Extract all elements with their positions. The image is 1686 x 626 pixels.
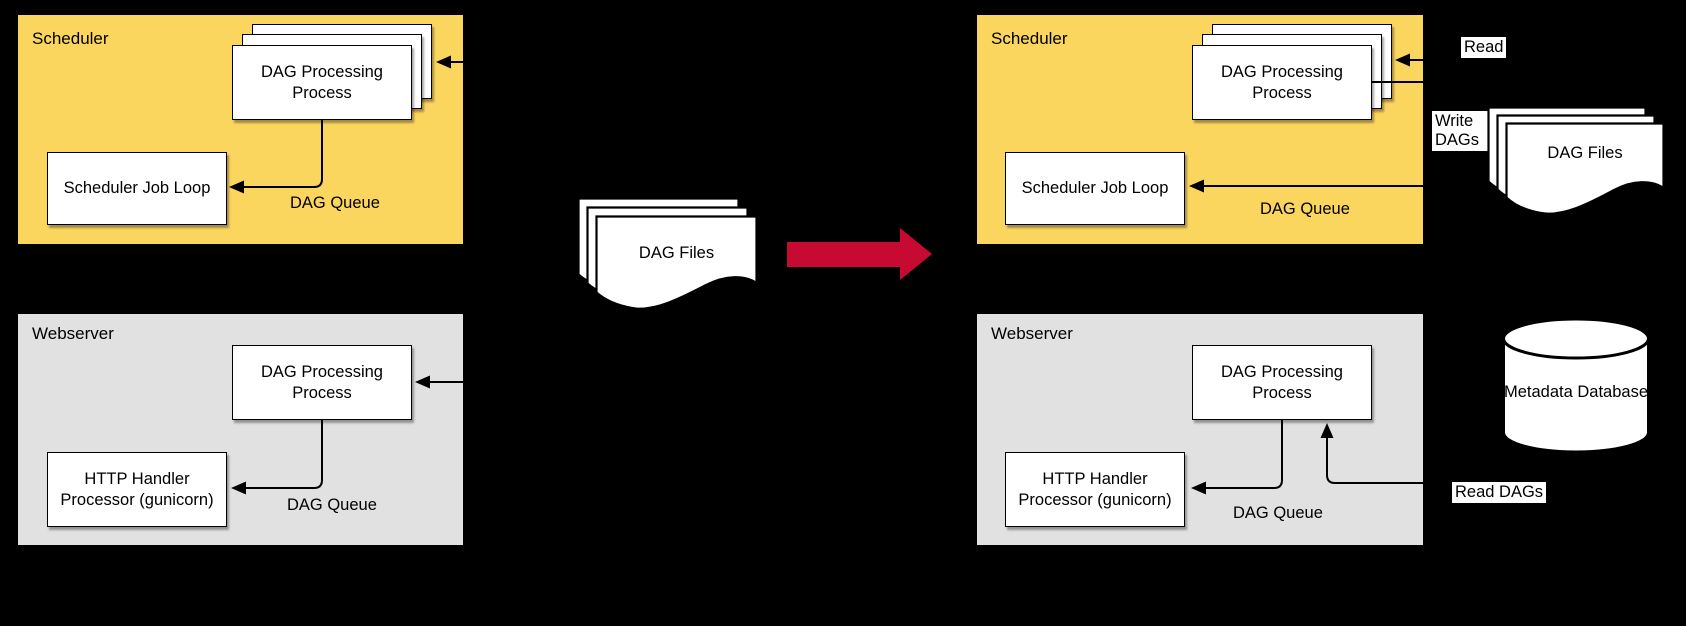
panel-title-scheduler-right: Scheduler [991,29,1068,48]
incoming-arrow [411,372,465,392]
arrowhead-left [1191,481,1206,495]
node-label: DAG Processing Process [1221,362,1343,402]
scheduler-job-loop-node: Scheduler Job Loop [1005,152,1185,225]
arrowhead-left [1189,179,1204,193]
dag-queue-label: DAG Queue [287,496,377,514]
node-label: HTTP Handler Processor (gunicorn) [60,469,214,509]
dag-queue-arrow [1185,176,1425,196]
write-dags-annotation: Write DAGs [1432,111,1488,151]
read-annotation: Read [1461,37,1507,58]
arrowhead-left [231,481,246,495]
node-label: Scheduler Job Loop [63,179,211,197]
dag-queue-arrow [227,418,327,498]
dag-files-icon [1487,106,1665,216]
dag-processing-process-node: DAG Processing Process [232,45,412,120]
node-label: HTTP Handler Processor (gunicorn) [1018,469,1172,509]
scheduler-job-loop-node: Scheduler Job Loop [47,152,227,225]
dag-processing-process-node: DAG Processing Process [1192,45,1372,120]
read-dags-arrow [1319,421,1425,493]
dag-queue-label: DAG Queue [290,194,380,212]
dag-queue-label: DAG Queue [1233,504,1323,522]
panel-title-webserver-left: Webserver [32,324,114,343]
dag-queue-arrow [1187,418,1287,498]
dag-processing-process-node: DAG Processing Process [1192,345,1372,420]
dag-files-icon [577,197,758,312]
panel-title-webserver-right: Webserver [991,324,1073,343]
write-dags-line [1371,80,1425,84]
node-label: DAG Processing Process [261,62,383,102]
node-label: DAG Processing Process [1221,62,1343,102]
http-handler-node: HTTP Handler Processor (gunicorn) [1005,452,1185,527]
dag-files-label: DAG Files [1547,144,1623,162]
panel-title-scheduler-left: Scheduler [32,29,109,48]
read-dags-annotation: Read DAGs [1452,482,1547,503]
arrowhead-up [1320,423,1334,438]
database-icon [1501,317,1651,454]
arrowhead-left [415,375,430,389]
incoming-arrow [432,52,465,72]
arrowhead-left [436,55,451,69]
read-arrow [1391,50,1425,70]
node-label: Scheduler Job Loop [1021,179,1169,197]
dag-queue-label: DAG Queue [1260,200,1350,218]
node-label: DAG Processing Process [261,362,383,402]
database-label: Metadata Database [1503,383,1648,401]
dag-files-label: DAG Files [638,244,715,262]
dag-processing-process-node: DAG Processing Process [232,345,412,420]
arrowhead-left [1395,53,1410,67]
dag-queue-arrow [225,118,325,196]
http-handler-node: HTTP Handler Processor (gunicorn) [47,452,227,527]
transition-arrow-icon [787,228,932,280]
arrowhead-left [229,180,244,194]
